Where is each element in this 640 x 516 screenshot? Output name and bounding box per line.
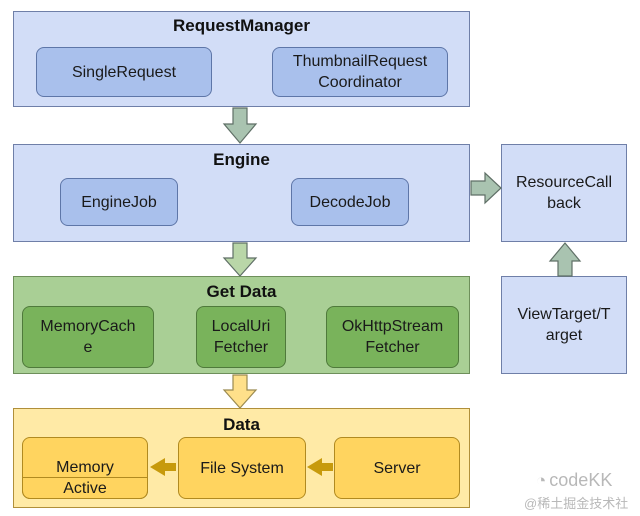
memory-cache-box: MemoryCach e <box>22 306 154 368</box>
codekk-label: codeKK <box>549 470 613 490</box>
thumbnail-label-line2: Coordinator <box>318 74 402 91</box>
okhttp-line1: OkHttpStream <box>341 318 444 335</box>
request-manager-title: RequestManager <box>173 16 310 35</box>
resource-callback-line1: ResourceCall <box>515 174 613 191</box>
file-system-box: File System <box>178 437 306 499</box>
arrow-engine-to-getdata <box>222 242 258 277</box>
memory-cache-line1: MemoryCach <box>40 318 136 335</box>
engine-job-label: EngineJob <box>81 193 157 211</box>
engine-layer: Engine EngineJob DecodeJob <box>13 144 470 242</box>
memory-label: Memory <box>56 459 114 476</box>
juejin-label: @稀土掘金技术社区 <box>524 496 629 516</box>
local-uri-line2: Fetcher <box>213 339 269 356</box>
okhttp-stream-fetcher-box: OkHttpStream Fetcher <box>326 306 459 368</box>
juejin-watermark: @稀土掘金技术社区 <box>524 493 640 516</box>
active-label: Active <box>63 479 107 497</box>
arrow-engine-to-callback <box>470 171 502 205</box>
file-system-label: File System <box>200 459 284 477</box>
decode-job-box: DecodeJob <box>291 178 409 226</box>
engine-job-box: EngineJob <box>60 178 178 226</box>
get-data-title: Get Data <box>206 282 277 301</box>
data-layer: Data Memory Active File System Server <box>13 408 470 508</box>
arrow-getdata-to-data <box>222 374 258 409</box>
thumbnail-label-line1: ThumbnailRequest <box>292 53 428 70</box>
memory-cache-line2: e <box>83 339 93 356</box>
server-box: Server <box>334 437 460 499</box>
memory-box: Memory Active <box>22 437 148 499</box>
arrow-request-to-engine <box>222 107 258 144</box>
server-label: Server <box>373 459 421 477</box>
single-request-label: SingleRequest <box>71 63 177 81</box>
resource-callback-box: ResourceCall back <box>501 144 627 242</box>
view-target-line2: arget <box>545 327 583 344</box>
active-box: Active <box>22 477 148 499</box>
arrow-viewtarget-to-callback <box>548 242 582 277</box>
single-request-box: SingleRequest <box>36 47 212 97</box>
local-uri-line1: LocalUri <box>211 318 271 335</box>
codekk-watermark: ◔codeKK <box>536 470 612 491</box>
view-target-line1: ViewTarget/T <box>517 306 611 323</box>
request-manager-layer: RequestManager SingleRequest ThumbnailRe… <box>13 11 470 107</box>
thumbnail-request-coordinator-box: ThumbnailRequest Coordinator <box>272 47 448 97</box>
local-uri-fetcher-box: LocalUri Fetcher <box>196 306 286 368</box>
decode-job-label: DecodeJob <box>309 193 391 211</box>
resource-callback-line2: back <box>547 195 581 212</box>
okhttp-line2: Fetcher <box>365 339 420 356</box>
wechat-icon: ◔ <box>536 471 547 490</box>
get-data-layer: Get Data MemoryCach e LocalUri Fetcher O… <box>13 276 470 374</box>
view-target-box: ViewTarget/T arget <box>501 276 627 374</box>
data-title: Data <box>223 415 260 434</box>
engine-title: Engine <box>213 150 270 169</box>
